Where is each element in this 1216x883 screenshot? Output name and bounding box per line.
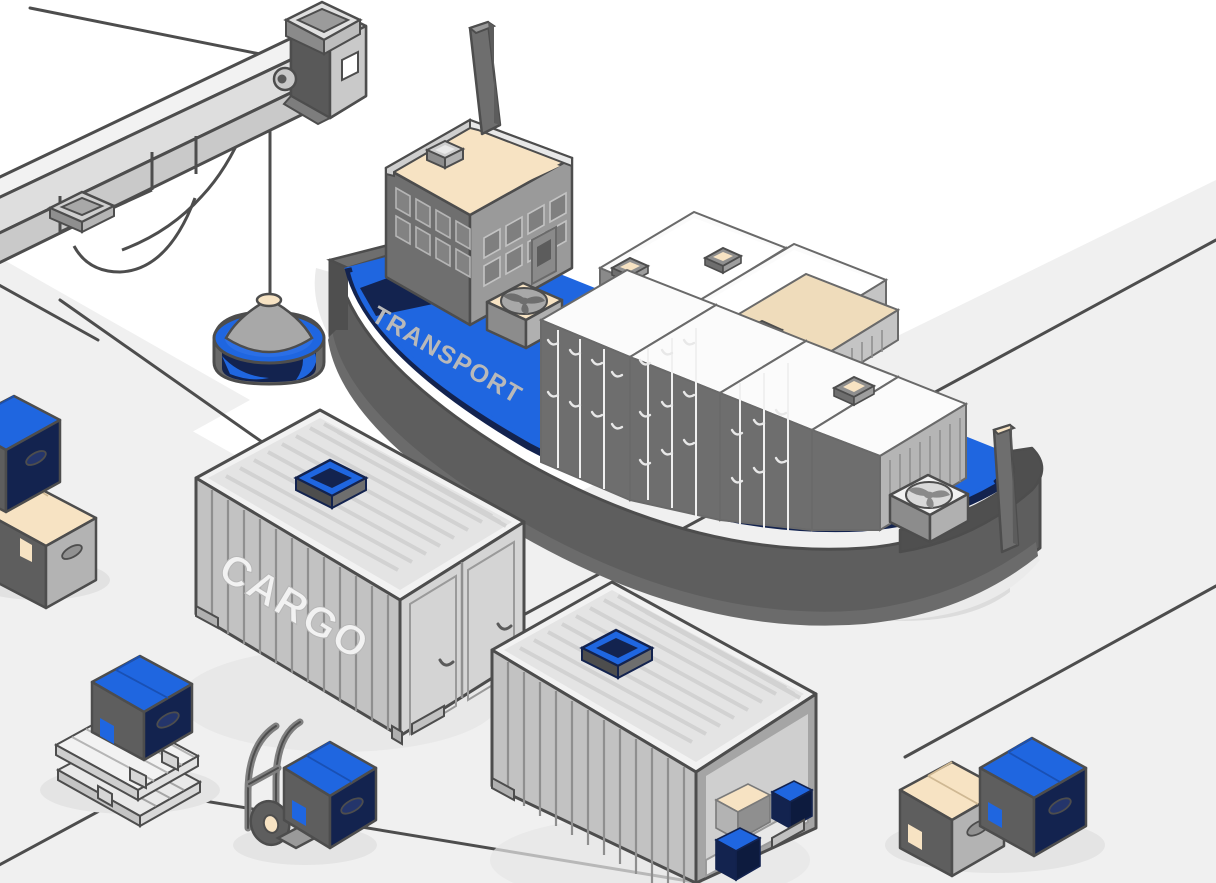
box-cream-left-lower bbox=[0, 472, 98, 610]
gantry-crane[interactable] bbox=[0, 0, 368, 386]
crane-head-panel bbox=[341, 50, 359, 82]
box-blue-pallet bbox=[90, 654, 194, 762]
hand-truck-with-box[interactable] bbox=[233, 718, 378, 865]
container-door-handles bbox=[546, 338, 788, 484]
bridge-door-window bbox=[537, 239, 551, 267]
ship-stern-wall bbox=[330, 260, 348, 336]
deck-container-stack bbox=[538, 210, 969, 532]
container-lug-cream-2 bbox=[702, 246, 744, 275]
open-container-top-ribs bbox=[519, 594, 801, 744]
open-container-wall-ribs bbox=[506, 662, 686, 883]
interior-box-blue-1 bbox=[770, 780, 814, 830]
left-edge-boxes bbox=[0, 394, 110, 610]
bridge-windows-right bbox=[483, 191, 567, 288]
bridge-windows-left bbox=[395, 186, 471, 279]
container-door-lines bbox=[557, 328, 789, 532]
open-container-left-wall bbox=[490, 648, 698, 883]
lifting-magnet[interactable] bbox=[212, 292, 326, 386]
bottom-right-boxes[interactable] bbox=[885, 736, 1105, 878]
crane-slack-cable-2 bbox=[72, 197, 197, 274]
deck-fan-vent-bow bbox=[888, 473, 970, 544]
crane-boom-mount bbox=[47, 190, 117, 234]
crane-head[interactable] bbox=[272, 0, 368, 126]
box-cream-bottom-right bbox=[898, 760, 1006, 878]
pallet-with-box[interactable] bbox=[40, 654, 220, 828]
container-lug-blue-1 bbox=[293, 458, 369, 510]
magnet-cone bbox=[224, 297, 314, 354]
container-lug-blue-2 bbox=[579, 628, 655, 680]
interior-box-cream bbox=[714, 783, 772, 842]
interior-box-blue-2 bbox=[714, 827, 762, 882]
magnet-cap bbox=[255, 292, 283, 308]
container-lug-cream-4 bbox=[831, 375, 877, 407]
container-top-ribs bbox=[225, 422, 507, 572]
ship-bridge[interactable] bbox=[384, 20, 574, 327]
ship-hull-keel-highlight bbox=[328, 330, 1038, 626]
smokestack bbox=[467, 20, 502, 136]
bridge-roof-rim-right bbox=[469, 118, 573, 168]
bow-mast bbox=[992, 423, 1020, 554]
cargo-container-open[interactable] bbox=[490, 580, 818, 883]
box-blue-handtruck bbox=[282, 740, 378, 850]
bridge-roof-vent bbox=[424, 139, 466, 170]
container-door-handles[interactable] bbox=[438, 622, 513, 667]
box-blue-left-upper bbox=[0, 394, 62, 514]
box-blue-bottom-right bbox=[978, 736, 1088, 858]
container-wall-ribs bbox=[210, 490, 390, 730]
cargo-ship[interactable]: TRANSPORT bbox=[326, 20, 1044, 626]
